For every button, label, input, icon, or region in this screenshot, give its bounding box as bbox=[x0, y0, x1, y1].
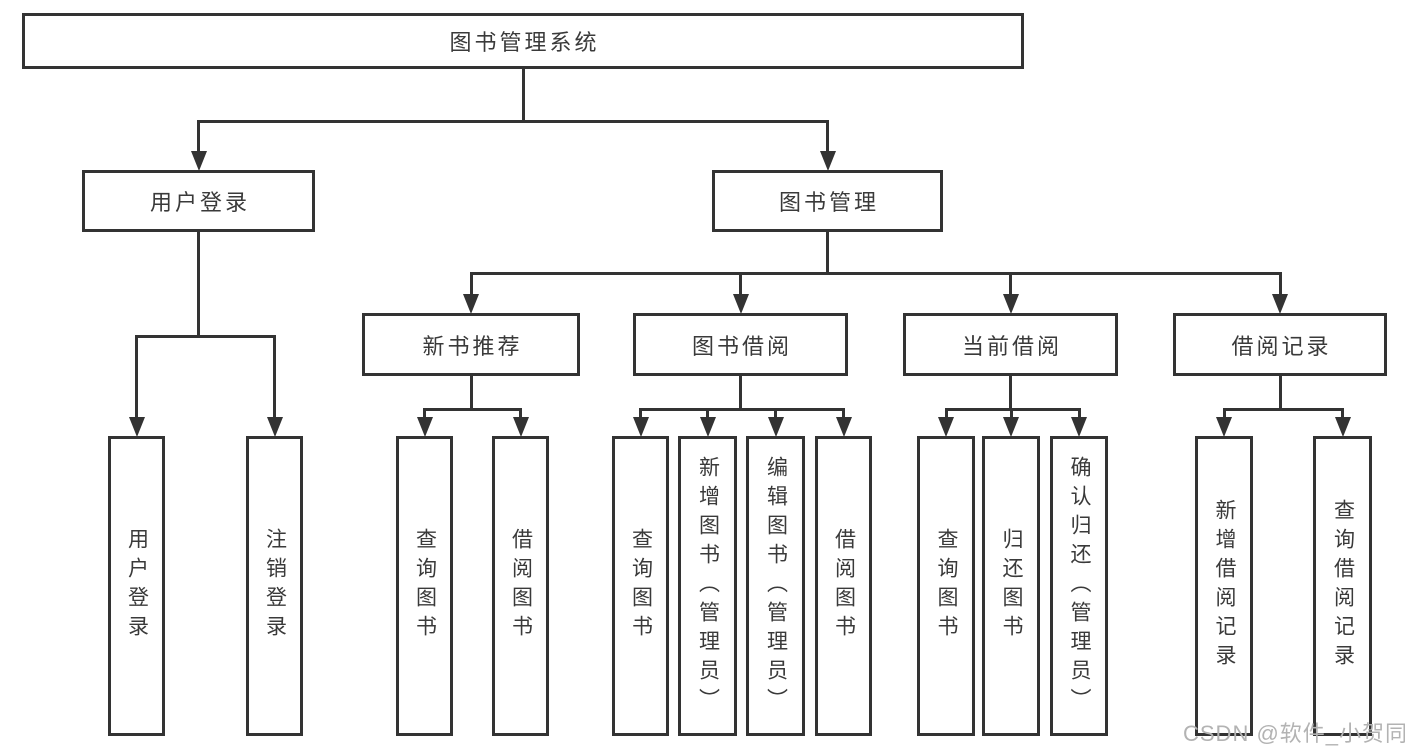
arrowhead-book-borrow bbox=[732, 294, 749, 314]
arrowhead-book-management bbox=[819, 151, 836, 171]
node-user-login-leaf: 用户登录 bbox=[108, 436, 165, 736]
node-add-borrow-record: 新增借阅记录 bbox=[1195, 436, 1253, 736]
connector-stem-current-borrow bbox=[1009, 376, 1012, 411]
connector-drop-current-borrow bbox=[1009, 272, 1012, 297]
arrowhead-new-book-recommend bbox=[463, 294, 479, 314]
arrowhead-user-login bbox=[190, 151, 207, 171]
connector-drop-user-login-leaf bbox=[135, 335, 138, 420]
arrowhead-user-login-leaf bbox=[128, 417, 145, 437]
connector-drop-query-books-2 bbox=[639, 408, 642, 420]
arrowhead-current-borrow bbox=[1002, 294, 1019, 314]
connector-rail-user-login bbox=[135, 335, 276, 338]
node-new-book-recommend: 新书推荐 bbox=[362, 313, 580, 376]
node-logout: 注销登录 bbox=[246, 436, 303, 736]
node-query-books-3: 查询图书 bbox=[917, 436, 975, 736]
node-query-borrow-record: 查询借阅记录 bbox=[1313, 436, 1372, 736]
node-user-login: 用户登录 bbox=[82, 170, 315, 232]
connector-drop-query-books-3 bbox=[944, 408, 948, 420]
node-confirm-return: 确认归还（管理员） bbox=[1050, 436, 1108, 736]
arrowhead-add-borrow-record bbox=[1216, 417, 1232, 437]
node-borrow-books-2: 借阅图书 bbox=[815, 436, 872, 736]
arrowhead-add-books bbox=[699, 417, 716, 437]
connector-drop-edit-books bbox=[774, 408, 777, 420]
arrowhead-borrow-records bbox=[1272, 294, 1288, 314]
connector-rail-borrow-records bbox=[1222, 408, 1344, 411]
connector-stem-book-borrow bbox=[739, 376, 742, 411]
connector-drop-borrow-books-2 bbox=[842, 408, 845, 420]
arrowhead-borrow-books-2 bbox=[835, 417, 852, 437]
arrowhead-logout bbox=[266, 417, 283, 437]
arrowhead-return-books bbox=[1003, 417, 1019, 437]
connector-drop-user-login bbox=[197, 120, 200, 154]
node-edit-books: 编辑图书（管理员） bbox=[746, 436, 805, 736]
node-root: 图书管理系统 bbox=[22, 13, 1024, 69]
connector-rail-new-book-recommend bbox=[423, 408, 522, 411]
node-borrow-books-1: 借阅图书 bbox=[492, 436, 549, 736]
arrowhead-query-books-3 bbox=[938, 417, 954, 437]
node-query-books-2: 查询图书 bbox=[612, 436, 669, 736]
connector-drop-new-book-recommend bbox=[469, 272, 473, 297]
node-book-borrow: 图书借阅 bbox=[633, 313, 848, 376]
connector-drop-logout bbox=[273, 335, 276, 420]
connector-drop-query-books-1 bbox=[423, 408, 426, 420]
node-add-books: 新增图书（管理员） bbox=[678, 436, 737, 736]
connector-stem-book-management bbox=[826, 232, 829, 275]
connector-drop-borrow-books-1 bbox=[519, 408, 522, 420]
connector-stem-new-book-recommend bbox=[469, 376, 473, 411]
node-book-management: 图书管理 bbox=[712, 170, 943, 232]
connector-stem-user-login bbox=[197, 232, 200, 338]
connector-rail-current-borrow bbox=[944, 408, 1081, 411]
arrowhead-query-books-1 bbox=[416, 417, 433, 437]
connector-drop-book-borrow bbox=[739, 272, 742, 297]
node-return-books: 归还图书 bbox=[982, 436, 1040, 736]
arrowhead-confirm-return bbox=[1071, 417, 1087, 437]
csdn-watermark: CSDN @软件_小贺同学 bbox=[1183, 721, 1405, 746]
arrowhead-edit-books bbox=[767, 417, 784, 437]
arrowhead-query-books-2 bbox=[632, 417, 649, 437]
connector-stem-borrow-records bbox=[1278, 376, 1282, 411]
connector-drop-return-books bbox=[1009, 408, 1013, 420]
connector-drop-add-books bbox=[706, 408, 709, 420]
connector-rail-root bbox=[197, 120, 829, 123]
connector-rail-book-borrow bbox=[639, 408, 845, 411]
arrowhead-borrow-books-1 bbox=[512, 417, 529, 437]
connector-rail-book-management bbox=[469, 272, 1282, 275]
node-current-borrow: 当前借阅 bbox=[903, 313, 1118, 376]
node-borrow-records: 借阅记录 bbox=[1173, 313, 1387, 376]
connector-drop-query-borrow-record bbox=[1341, 408, 1344, 420]
connector-drop-confirm-return bbox=[1077, 408, 1081, 420]
connector-stem-root bbox=[521, 69, 525, 123]
arrowhead-query-borrow-record bbox=[1334, 417, 1351, 437]
connector-drop-borrow-records bbox=[1278, 272, 1282, 297]
connector-drop-add-borrow-record bbox=[1222, 408, 1226, 420]
node-query-books-1: 查询图书 bbox=[396, 436, 453, 736]
connector-drop-book-management bbox=[826, 120, 829, 154]
